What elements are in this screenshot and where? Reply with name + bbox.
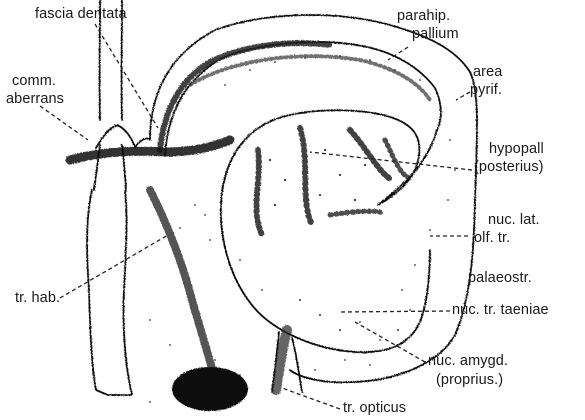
leader-fascia-dentata: [95, 24, 158, 128]
commissure-fibers: [70, 140, 230, 160]
midline-structure: [87, 190, 132, 395]
label-fascia-dentata: fascia dentata: [35, 6, 127, 23]
label-nuc-amygd: nuc. amygd.: [428, 353, 508, 370]
label-parahip: parahip.: [397, 8, 450, 25]
leader-area-pyrif: [456, 92, 470, 100]
label-comm: comm.: [12, 73, 56, 90]
leader-tr-opticus: [282, 388, 340, 409]
label-hypopall: hypopall: [489, 141, 544, 158]
label-palaeostr: palaeostr.: [468, 270, 532, 287]
label-nuc-tr-taeniae: nuc. tr. taeniae: [452, 302, 549, 319]
label-area: area: [473, 64, 502, 81]
stipple: [149, 55, 456, 403]
dark-nucleus: [172, 367, 248, 411]
label-pyrif: pyrif.: [470, 82, 502, 99]
label-tr-opticus: tr. opticus: [343, 400, 406, 417]
habenular-tract: [150, 190, 215, 380]
label-proprius: (proprius.): [436, 372, 503, 389]
leader-nuc-amygd: [355, 322, 425, 362]
leader-tr-hab: [60, 235, 168, 298]
hypopallium-cells: [257, 128, 392, 235]
label-aberrans: aberrans: [6, 91, 64, 108]
commissure-flare: [96, 125, 150, 148]
label-olf-tr: olf. tr.: [474, 230, 510, 247]
label-nuc-lat: nuc. lat.: [488, 212, 540, 229]
label-pallium: pallium: [412, 26, 459, 43]
pallial-cell-band: [190, 56, 430, 100]
leader-comm-aberrans: [40, 106, 88, 140]
label-tr-hab: tr. hab.: [15, 290, 60, 307]
hypopallium-contour: [221, 110, 437, 352]
leader-nuc-tr-taeniae: [340, 311, 450, 312]
label-posterius: (posterius): [474, 159, 544, 176]
